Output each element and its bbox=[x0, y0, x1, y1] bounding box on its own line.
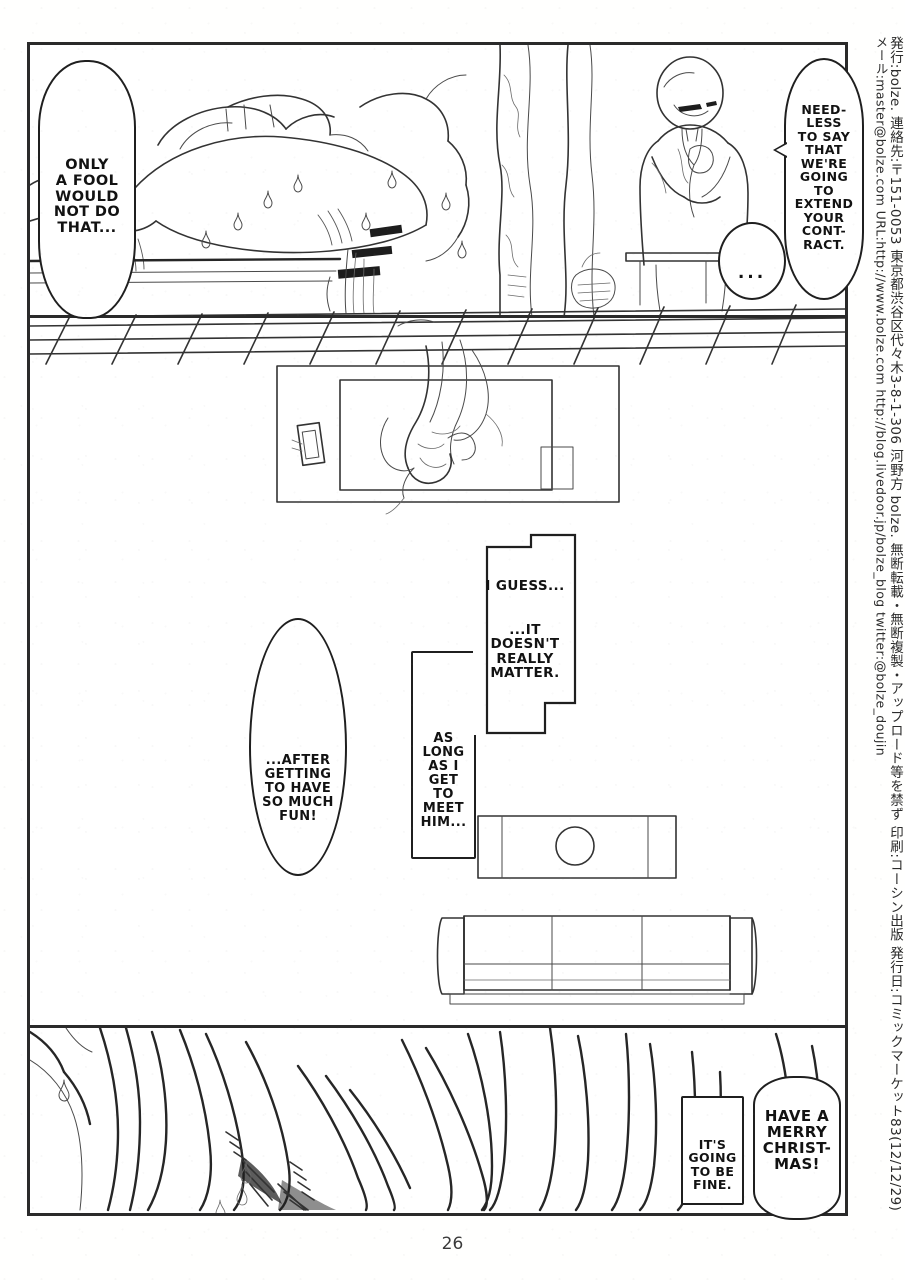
balloon-text: ...AFTER GETTING TO HAVE SO MUCH FUN! bbox=[262, 752, 334, 825]
balloon-text: IT'S GOING TO BE FINE. bbox=[688, 1136, 737, 1192]
balloon-have-a-merry-christmas: HAVE A MERRY CHRIST- MAS! bbox=[753, 1076, 841, 1220]
balloon-its-going-to-be-fine: IT'S GOING TO BE FINE. bbox=[681, 1096, 744, 1205]
balloon-as-long-as-i-get-to-meet-him: AS LONG AS I GET TO MEET HIM... bbox=[411, 651, 476, 859]
balloon-ellipsis: ... bbox=[718, 222, 786, 300]
balloon-text: ... bbox=[737, 262, 767, 283]
balloon-only-a-fool: ONLY A FOOL WOULD NOT DO THAT... bbox=[38, 60, 136, 319]
top-panel-artwork bbox=[30, 45, 845, 315]
colophon-line-1: 発行:bolze. 連絡先:〒151-0053 東京都渋谷区代々木3-8-1-3… bbox=[887, 36, 903, 1212]
balloon-text: HAVE A MERRY CHRIST- MAS! bbox=[762, 1106, 832, 1174]
balloon-i-guess-doesnt-matter: I GUESS... ...IT DOESN'T REALLY MATTER. bbox=[473, 533, 577, 735]
balloon-after-getting-fun: ...AFTER GETTING TO HAVE SO MUCH FUN! bbox=[249, 618, 347, 876]
page-number: 26 bbox=[441, 1234, 464, 1254]
middle-panel-artwork bbox=[30, 318, 845, 1005]
colophon-line-2: メール:master@bolze.com URL:http://www.bolz… bbox=[873, 36, 889, 757]
balloon-tail bbox=[773, 142, 787, 158]
balloon-text: I GUESS... ...IT DOESN'T REALLY MATTER. bbox=[485, 577, 565, 682]
balloon-extend-contract: NEED- LESS TO SAY THAT WE'RE GOING TO EX… bbox=[773, 58, 864, 300]
balloon-shape bbox=[485, 533, 577, 735]
balloon-text: ONLY A FOOL WOULD NOT DO THAT... bbox=[53, 157, 121, 236]
balloon-text: AS LONG AS I GET TO MEET HIM... bbox=[420, 730, 467, 831]
colophon: 発行:bolze. 連絡先:〒151-0053 東京都渋谷区代々木3-8-1-3… bbox=[873, 36, 904, 1211]
balloon-text: NEED- LESS TO SAY THAT WE'RE GOING TO EX… bbox=[794, 101, 854, 252]
top-panel bbox=[27, 42, 848, 318]
